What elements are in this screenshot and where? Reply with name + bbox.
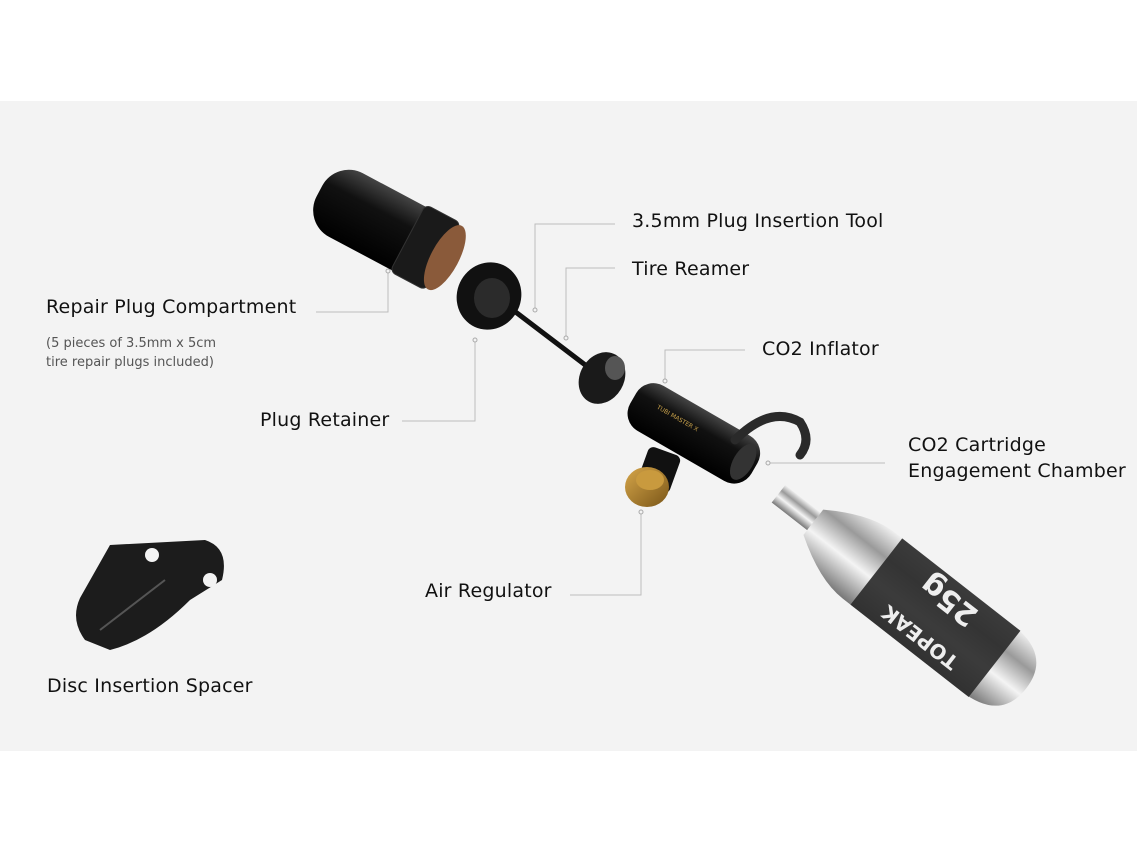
note-line-1: (5 pieces of 3.5mm x 5cm xyxy=(46,336,217,351)
label-disc-insertion-spacer: Disc Insertion Spacer xyxy=(47,675,253,697)
plug-retainer-image xyxy=(456,262,522,330)
leader-plug-retainer xyxy=(402,341,476,422)
label-air-regulator: Air Regulator xyxy=(425,580,552,602)
leader-tire-reamer xyxy=(565,267,615,337)
label-line-1: CO2 Cartridge xyxy=(908,434,1047,456)
label-plug-insertion-tool: 3.5mm Plug Insertion Tool xyxy=(632,210,884,232)
leader-repair-plug xyxy=(316,272,389,313)
co2-cartridge-image: TOPEAK 25g xyxy=(771,485,1037,706)
leader-lines xyxy=(316,223,885,596)
label-tire-reamer: Tire Reamer xyxy=(632,258,750,280)
label-co2-inflator: CO2 Inflator xyxy=(762,338,879,360)
label-repair-plug-note: (5 pieces of 3.5mm x 5cm tire repair plu… xyxy=(46,334,216,372)
leader-dots xyxy=(385,268,771,515)
air-regulator-image xyxy=(625,467,669,507)
repair-plug-compartment-image xyxy=(313,169,466,291)
label-co2-cartridge-engagement-chamber: CO2 Cartridge Engagement Chamber xyxy=(908,432,1126,484)
plug-insertion-tool-image xyxy=(510,307,626,404)
label-repair-plug-compartment: Repair Plug Compartment xyxy=(46,296,297,318)
leader-co2-inflator xyxy=(664,349,745,380)
label-line-2: Engagement Chamber xyxy=(908,460,1126,482)
note-line-2: tire repair plugs included) xyxy=(46,355,214,370)
label-plug-retainer: Plug Retainer xyxy=(260,409,390,431)
leader-insertion-tool xyxy=(534,223,615,309)
leader-air-regulator xyxy=(570,513,642,596)
disc-insertion-spacer-image xyxy=(76,540,224,650)
